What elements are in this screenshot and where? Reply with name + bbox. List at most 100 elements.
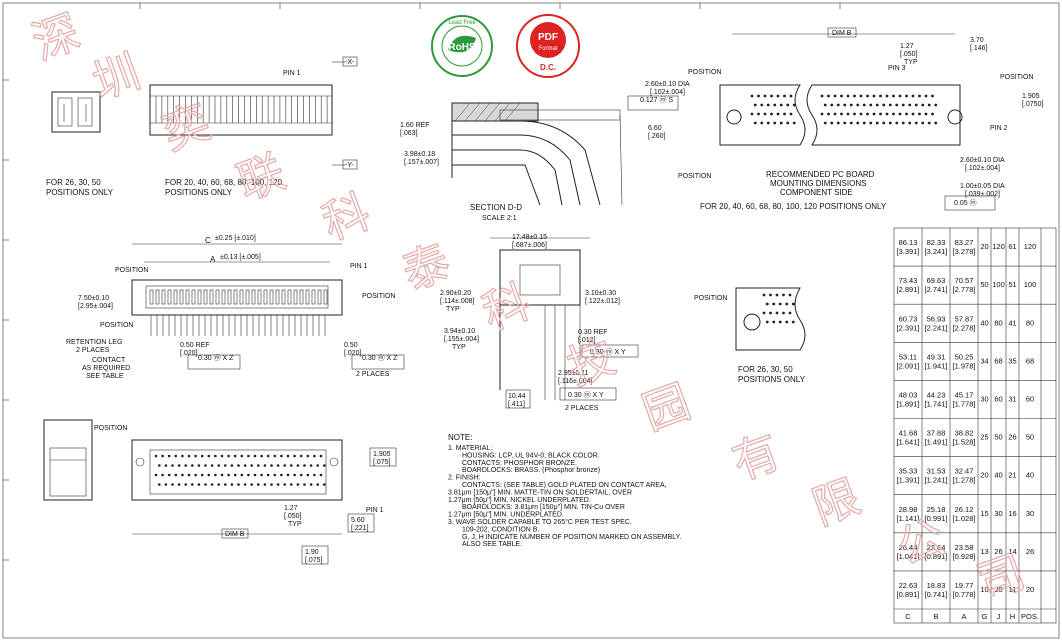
table-cell: 45.17[1.778] xyxy=(953,390,976,408)
contact-slot xyxy=(257,289,262,305)
table-cell: 22.64[0.891] xyxy=(925,543,948,561)
table-cell: 22.63[0.891] xyxy=(897,581,920,599)
pdf-logo: PDF Format D.C. xyxy=(516,14,580,78)
table-cell: 30 xyxy=(994,509,1002,518)
table-cell: 26 xyxy=(1008,433,1016,442)
dim-b-pcb: DIM B xyxy=(832,30,852,37)
table-cell: 13 xyxy=(980,547,988,556)
table-cell: 44.23[1.741] xyxy=(925,390,948,408)
contact-slot xyxy=(233,289,238,305)
position-j-front: POSITION xyxy=(100,322,133,329)
pcb-hole xyxy=(769,311,772,315)
pcb-hole xyxy=(750,94,754,98)
pdf-sub: Format xyxy=(538,46,557,52)
note-line: CONTACTS: PHOSPHOR BRONZE. xyxy=(462,460,577,467)
pcb-hole xyxy=(879,94,882,98)
datum-y-top: -Y- xyxy=(345,162,354,169)
pcb-hole xyxy=(323,483,326,486)
pcb-hole xyxy=(820,94,824,98)
pcb-hole xyxy=(200,454,204,458)
pcb-hole xyxy=(760,121,764,125)
pcb-hole xyxy=(184,483,187,486)
pcb-hole xyxy=(846,94,850,98)
table-cell: 56.93[2.241] xyxy=(925,314,948,332)
table-cell: 41 xyxy=(1008,318,1016,327)
pcb-hole xyxy=(224,464,227,467)
contact-slot xyxy=(221,289,226,305)
pcb-hole xyxy=(191,464,194,467)
pcb-hole xyxy=(296,483,300,486)
pcb-hole xyxy=(210,483,214,486)
table-cell: 49.31[1.941] xyxy=(925,352,948,370)
dim-b-bottom: DIM B xyxy=(225,531,245,538)
pcb-hole xyxy=(313,473,316,477)
pcb-hole xyxy=(224,483,227,486)
table-cell: 68 xyxy=(994,356,1002,365)
pcb-hole xyxy=(934,103,938,107)
rohs-ring-text: Lead Free xyxy=(448,20,476,26)
pcb-hole xyxy=(827,112,830,116)
pcb-hole xyxy=(194,454,197,458)
pcb-hole xyxy=(187,454,191,458)
table-cell: 26 xyxy=(994,547,1002,556)
table-cell: 41.68[1.641] xyxy=(897,429,920,447)
note-line: CONTACTS: (SEE TABLE) GOLD PLATED ON CON… xyxy=(462,482,667,489)
pcb-hole xyxy=(879,112,882,116)
note-line: 1. MATERIAL: xyxy=(448,445,492,452)
pcb-hole xyxy=(283,483,287,486)
contact-slot xyxy=(275,289,280,305)
pcb-hole xyxy=(820,112,824,116)
note-line: BOARDLOCKS: BRASS. (Phosphor bronze) xyxy=(462,467,600,474)
dim-1-905-box xyxy=(369,447,397,467)
contact-slot xyxy=(263,289,268,305)
contact-slot xyxy=(161,289,166,305)
table-cell: 82.33[3.241] xyxy=(925,238,948,256)
table-cell: 50 xyxy=(994,433,1002,442)
tol-frame-5 xyxy=(627,95,679,111)
tol-frame-6-text: 0.05 ⓜ xyxy=(954,199,977,207)
pin1-label-bottom: PIN 1 xyxy=(366,507,384,514)
pcb-hole xyxy=(240,454,244,458)
pcb-hole xyxy=(789,112,793,116)
contact-slot xyxy=(179,289,184,305)
pcb-hole xyxy=(895,103,899,107)
pcb-hole xyxy=(770,94,773,98)
datum-x-top: -X- xyxy=(345,59,355,66)
pcb-hole xyxy=(921,103,925,107)
contact-slot xyxy=(227,289,232,305)
dim-1-90: 1.90[.075] xyxy=(305,549,323,564)
contact-slot xyxy=(191,289,196,305)
pcb-hole xyxy=(840,112,843,116)
table-cell: 86.13[3.391] xyxy=(897,238,920,256)
pcb-hole xyxy=(161,454,164,458)
table-cell: 18.83[0.741] xyxy=(925,581,948,599)
dim-c-tol: ±0.25 [±.010] xyxy=(215,235,256,242)
dim-2-95: 2.95±0.11[.116±.004] xyxy=(558,370,593,385)
pcb-hole xyxy=(273,454,277,458)
pcb-hole xyxy=(191,483,194,486)
pcb-hole xyxy=(290,464,293,467)
table-cell: 35.33[1.391] xyxy=(897,467,920,485)
pcb-hole xyxy=(207,473,211,477)
dim-1-27-bottom: 1.27[.050]TYP xyxy=(284,505,302,528)
pcb-hole xyxy=(204,483,207,486)
table-cell: 120 xyxy=(992,242,1005,251)
contact-slot xyxy=(251,289,256,305)
table-header: H xyxy=(1010,612,1015,621)
table-cell: 10 xyxy=(980,585,988,594)
table-cell: 80 xyxy=(1026,318,1034,327)
table-cell: 16 xyxy=(1008,509,1016,518)
pcb-hole xyxy=(230,464,234,467)
pcb-hole xyxy=(892,94,895,98)
pcb-hole xyxy=(872,112,876,116)
position-j-pcb: POSITION xyxy=(678,173,711,180)
pcb-hole xyxy=(772,320,776,324)
pcb-hole xyxy=(760,103,764,107)
pcb-hole xyxy=(194,473,197,477)
pcb-hole xyxy=(280,454,283,458)
pcb-hole xyxy=(765,320,769,324)
pcb-hole xyxy=(158,483,161,486)
